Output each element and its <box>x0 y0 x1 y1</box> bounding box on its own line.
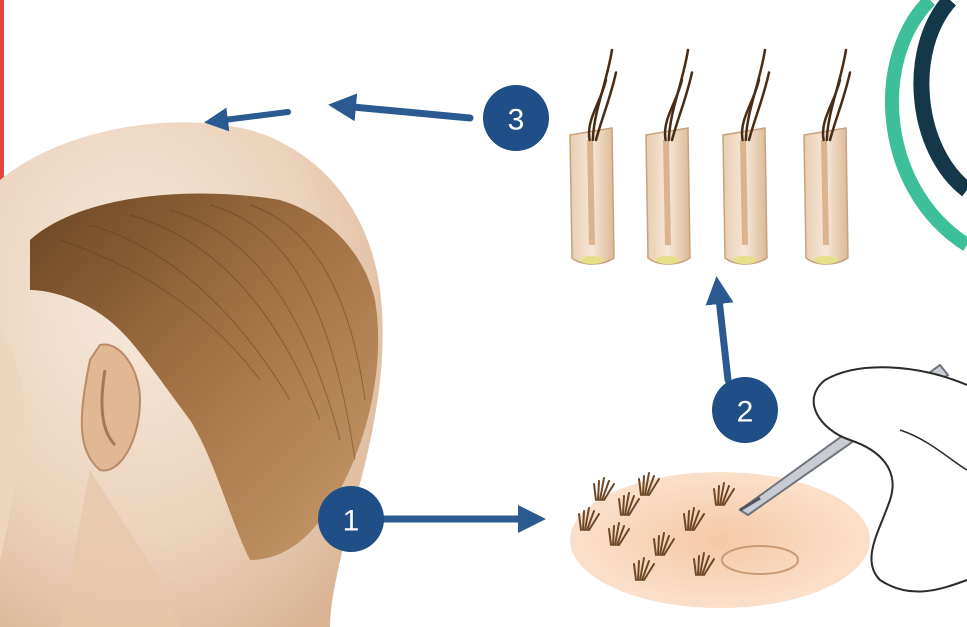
step-badge-2-label: 2 <box>737 396 754 429</box>
follicular-grafts <box>570 50 850 264</box>
donor-hair <box>623 496 624 515</box>
graft <box>646 50 692 264</box>
donor-hair <box>643 476 644 495</box>
donor-hair <box>658 536 659 555</box>
graft <box>723 50 769 264</box>
step-badge-3-label: 3 <box>508 104 525 137</box>
step-badge-1: 1 <box>318 486 384 552</box>
arrow-step-3 <box>342 106 470 118</box>
step-badge-3: 3 <box>483 85 549 151</box>
donor-hair <box>613 526 614 545</box>
step-badge-2: 2 <box>712 377 778 443</box>
donor-hair <box>594 484 596 500</box>
corner-logo-arcs <box>892 0 967 245</box>
step-badge-1-label: 1 <box>343 505 360 538</box>
donor-hair <box>598 481 599 500</box>
navy-arc <box>921 0 967 190</box>
donor-hair <box>688 511 689 530</box>
donor-hair <box>718 486 719 505</box>
arrow-step-2 <box>718 290 728 380</box>
head-illustration <box>0 122 383 627</box>
donor-hair <box>583 511 584 530</box>
arrow-to-head <box>216 112 288 121</box>
donor-hair <box>698 556 699 575</box>
graft <box>570 50 616 264</box>
graft <box>804 50 850 264</box>
donor-hair <box>638 561 639 580</box>
donor-area <box>570 472 870 608</box>
